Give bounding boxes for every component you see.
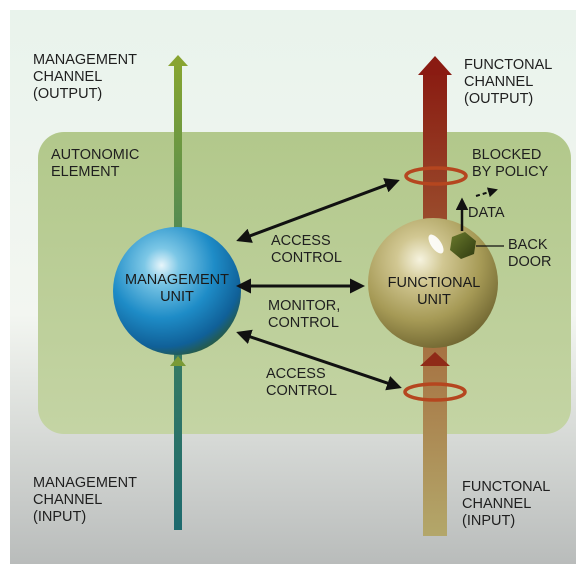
mgmt-out-line-2: CHANNEL (33, 69, 103, 85)
back-door-hexagon (450, 232, 476, 259)
access-control-top-arrow (236, 178, 400, 243)
mgmt-unit-line-2: UNIT (160, 289, 194, 305)
functional-input-arrowhead (420, 352, 450, 366)
blocked-by-policy-label: BLOCKED BY POLICY (472, 147, 548, 181)
mgmt-unit-line-1: MANAGEMENT (125, 272, 229, 288)
management-unit-sphere (113, 227, 241, 355)
access-control-bottom-arrow (236, 329, 402, 391)
autonomic-element-label: AUTONOMIC ELEMENT (51, 147, 139, 181)
policy-ring-bottom (403, 382, 467, 402)
management-channel-output-label: MANAGEMENT CHANNEL (OUTPUT) (33, 52, 137, 103)
func-out-line-1: FUNCTONAL (464, 57, 553, 73)
back-door-line-1: BACK (508, 237, 548, 253)
mgmt-out-line-3: (OUTPUT) (33, 86, 103, 102)
access-control-top-label: ACCESS CONTROL (271, 233, 342, 267)
monitor-line-2: CONTROL (268, 315, 339, 331)
access-top-line-2: CONTROL (271, 250, 342, 266)
func-out-line-2: CHANNEL (464, 74, 534, 90)
mgmt-in-line-3: (INPUT) (33, 509, 87, 525)
management-channel-input-label: MANAGEMENT CHANNEL (INPUT) (33, 475, 137, 526)
data-label: DATA (468, 205, 505, 221)
autonomic-line-1: AUTONOMIC (51, 147, 140, 163)
func-in-line-1: FUNCTONAL (462, 479, 551, 495)
functional-channel-output-label: FUNCTONAL CHANNEL (OUTPUT) (464, 57, 552, 108)
mgmt-in-line-1: MANAGEMENT (33, 475, 137, 491)
access-bot-line-1: ACCESS (266, 366, 326, 382)
management-unit-label: MANAGEMENT UNIT (125, 272, 229, 306)
access-bot-line-2: CONTROL (266, 383, 337, 399)
back-door-label: BACK DOOR (508, 237, 552, 271)
access-top-line-1: ACCESS (271, 233, 331, 249)
management-channel-arrowhead (168, 55, 188, 66)
functional-channel-arrowhead (418, 56, 452, 75)
functional-unit-label: FUNCTIONAL UNIT (388, 275, 481, 309)
back-door-line-2: DOOR (508, 254, 552, 270)
autonomic-line-2: ELEMENT (51, 164, 120, 180)
func-unit-line-2: UNIT (417, 292, 451, 308)
management-input-arrowhead (170, 356, 186, 366)
access-control-bottom-label: ACCESS CONTROL (266, 366, 337, 400)
blocked-line-1: BLOCKED (472, 147, 542, 163)
monitor-control-label: MONITOR, CONTROL (268, 298, 340, 332)
functional-channel-input-label: FUNCTONAL CHANNEL (INPUT) (462, 479, 550, 530)
blocked-line-2: BY POLICY (472, 164, 549, 180)
func-unit-line-1: FUNCTIONAL (387, 275, 481, 291)
mgmt-in-line-2: CHANNEL (33, 492, 103, 508)
functional-sphere-highlight (428, 234, 444, 254)
data-blocked-dashed-arrow (475, 187, 498, 198)
mgmt-out-line-1: MANAGEMENT (33, 52, 137, 68)
func-out-line-3: (OUTPUT) (464, 91, 534, 107)
policy-ring-top (404, 166, 468, 186)
monitor-line-1: MONITOR, (268, 298, 341, 314)
func-in-line-2: CHANNEL (462, 496, 532, 512)
func-in-line-3: (INPUT) (462, 513, 516, 529)
